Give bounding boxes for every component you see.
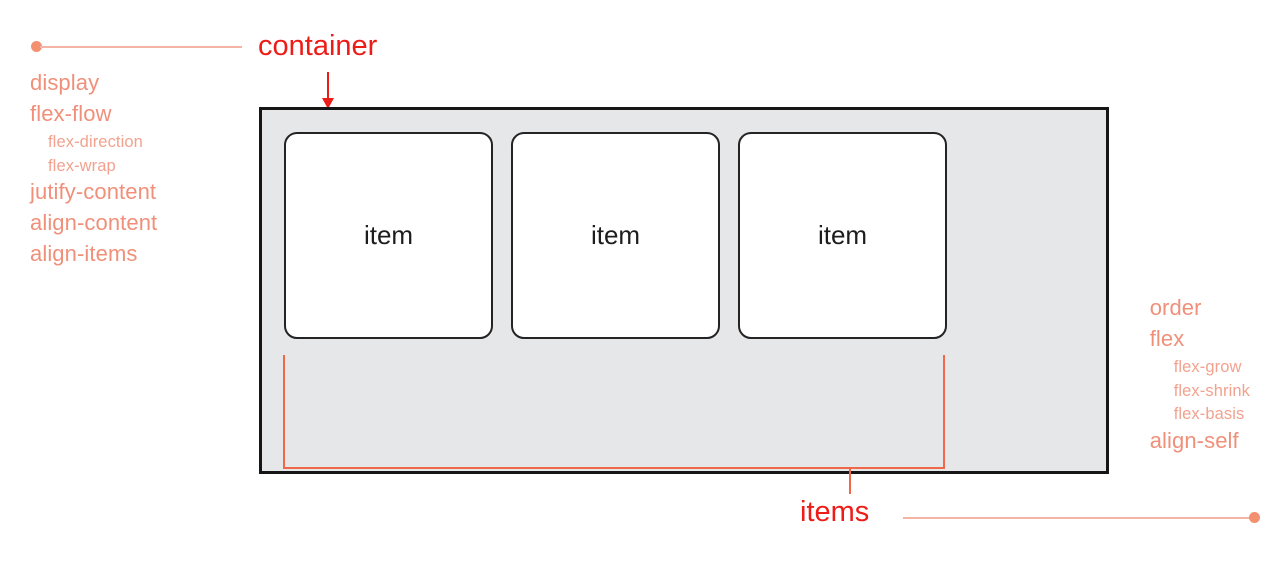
items-bracket-bottom [283, 467, 945, 469]
property-flex: flex [1149, 326, 1185, 351]
property-align-content: align-content [30, 210, 158, 235]
flex-item-3: item [738, 132, 947, 339]
flex-item-2: item [511, 132, 720, 339]
items-bracket-right [943, 355, 945, 469]
items-connector-dot [1249, 512, 1260, 523]
property-flex-wrap: flex-wrap [48, 156, 116, 175]
property-flex-basis: flex-basis [1173, 405, 1245, 423]
flex-container-box: item item item [259, 107, 1109, 474]
container-arrow-head-icon [322, 98, 334, 109]
container-connector-line [40, 46, 242, 48]
flex-item-label: item [817, 220, 868, 250]
property-justify-content: jutify-content [30, 179, 157, 204]
property-display: display [30, 70, 100, 95]
container-label: container [258, 30, 378, 62]
container-property-list: display flex-flow flex-direction flex-wr… [30, 72, 157, 265]
flex-item-1: item [284, 132, 493, 339]
items-connector-line [903, 517, 1255, 519]
property-order: order [1149, 295, 1202, 320]
container-arrow-shaft [327, 72, 329, 101]
flex-item-label: item [363, 220, 414, 250]
property-flex-direction: flex-direction [48, 133, 143, 151]
item-property-list: order flex flex-grow flex-shrink flex-ba… [1150, 297, 1250, 452]
property-align-self: align-self [1149, 427, 1239, 453]
items-label: items [800, 496, 870, 528]
items-bracket-stem [849, 467, 851, 494]
property-flex-grow: flex-grow [1173, 358, 1242, 376]
items-bracket-left [283, 355, 285, 469]
container-connector-dot [31, 41, 42, 52]
property-align-items: align-items [30, 241, 138, 266]
flex-item-label: item [590, 220, 641, 250]
property-flex-shrink: flex-shrink [1173, 381, 1250, 400]
property-flex-flow: flex-flow [30, 101, 112, 126]
